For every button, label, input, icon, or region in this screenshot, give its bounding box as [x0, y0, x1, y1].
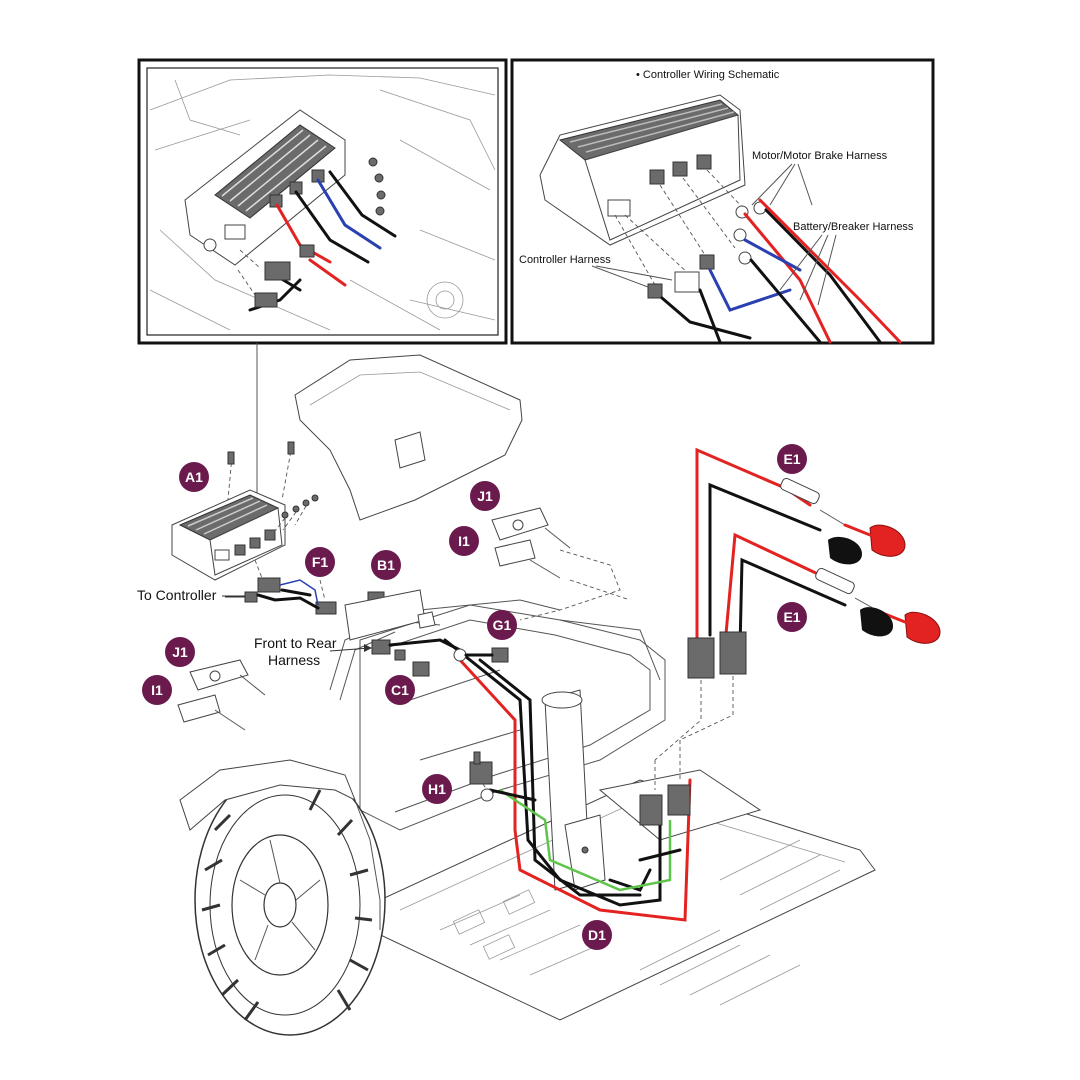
badge-a1: A1 — [179, 462, 209, 492]
badge-f1: F1 — [305, 547, 335, 577]
part-g1-connector — [453, 647, 509, 663]
part-a1-controller — [171, 441, 319, 581]
svg-text:A1: A1 — [185, 469, 203, 485]
svg-text:F1: F1 — [312, 554, 329, 570]
controller-harness-label: Controller Harness — [519, 254, 611, 266]
svg-text:I1: I1 — [151, 682, 163, 698]
svg-text:I1: I1 — [458, 533, 470, 549]
badge-j1-mid: J1 — [470, 481, 500, 511]
part-d1-battery-connectors — [639, 740, 691, 826]
part-j1-i1-left — [177, 659, 266, 731]
svg-text:E1: E1 — [783, 451, 800, 467]
svg-text:H1: H1 — [428, 781, 446, 797]
svg-text:C1: C1 — [391, 682, 409, 698]
svg-text:J1: J1 — [172, 644, 188, 660]
badge-h1: H1 — [422, 774, 452, 804]
inset-wiring-schematic: • Controller Wiring Schematic Motor/Moto… — [510, 58, 935, 345]
part-e1-battery-harness — [654, 447, 941, 761]
badge-j1-left: J1 — [165, 637, 195, 667]
to-controller-label: To Controller — [137, 587, 217, 603]
motor-harness-label: Motor/Motor Brake Harness — [752, 150, 888, 162]
front-to-rear-label-line1: Front to Rear — [254, 635, 337, 651]
battery-harness-label: Battery/Breaker Harness — [793, 221, 914, 233]
part-j1-i1-mid — [491, 507, 631, 621]
svg-text:E1: E1 — [783, 609, 800, 625]
schematic-title: • Controller Wiring Schematic — [636, 69, 780, 81]
inset-controller-closeup — [137, 58, 508, 345]
badge-g1: G1 — [487, 610, 517, 640]
svg-text:B1: B1 — [377, 557, 395, 573]
badge-i1-mid: I1 — [449, 526, 479, 556]
part-h1-breaker — [469, 751, 494, 802]
badge-i1-left: I1 — [142, 675, 172, 705]
part-f1-harness — [225, 559, 337, 615]
harness-wiring — [443, 638, 692, 922]
svg-text:D1: D1 — [588, 927, 606, 943]
front-to-rear-label-line2: Harness — [268, 652, 320, 668]
badge-b1: B1 — [371, 550, 401, 580]
badge-d1: D1 — [582, 920, 612, 950]
svg-text:G1: G1 — [493, 617, 512, 633]
badge-e1-top: E1 — [777, 444, 807, 474]
badge-e1-bottom: E1 — [777, 602, 807, 632]
badge-c1: C1 — [385, 675, 415, 705]
part-b1-connector — [344, 589, 436, 641]
part-c1-connector — [371, 638, 462, 677]
svg-text:J1: J1 — [477, 488, 493, 504]
scooter-assembly — [179, 354, 876, 1036]
